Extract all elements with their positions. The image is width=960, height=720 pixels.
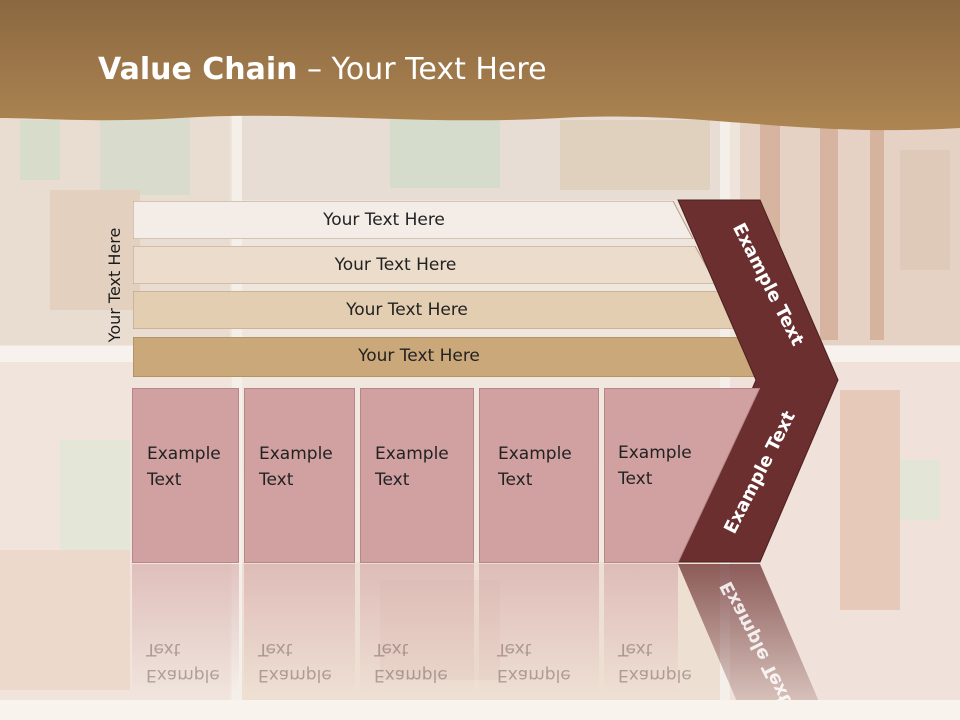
column-1-line1: Example: [147, 444, 221, 464]
row-bar-2-shape: [133, 246, 717, 284]
reflection-column-1-line2: Text: [146, 639, 181, 659]
column-1-line2: Text: [147, 470, 182, 490]
column-3-line2: Text: [375, 470, 410, 490]
row-bar-3-shape: [133, 291, 740, 329]
reflection-column-2: Example Text: [244, 564, 355, 694]
reflection-column-2-text: Example Text: [258, 636, 348, 688]
column-4-line2: Text: [498, 470, 533, 490]
row-bar-4-label: Your Text Here: [358, 346, 480, 366]
column-4-line1: Example: [498, 444, 572, 464]
reflection-chevron: [678, 564, 820, 704]
row-bar-1: Your Text Here: [133, 201, 695, 239]
reflection-column-4-text: Example Text: [497, 636, 587, 688]
reflection-column-3-line2: Text: [374, 639, 409, 659]
row-bar-1-shape: [133, 201, 694, 239]
reflection-column-1-text: Example Text: [146, 636, 236, 688]
reflection-area: Example Text Example Text Example Text Exam…: [0, 564, 960, 704]
reflection-column-5-line2: Text: [618, 639, 653, 659]
row-bar-1-label: Your Text Here: [323, 210, 445, 230]
reflection-column-4-line1: Example: [497, 665, 571, 685]
reflection-column-3: Example Text: [360, 564, 474, 694]
row-bar-2: Your Text Here: [133, 246, 718, 284]
row-bar-2-label: Your Text Here: [334, 255, 457, 275]
row-bar-4-shape: [133, 337, 764, 377]
row-bar-3-label: Your Text Here: [346, 300, 468, 320]
column-5-shape: [604, 388, 760, 563]
slide-title-bold: Value Chain: [98, 52, 298, 87]
slide-title: Value Chain – Your Text Here: [98, 52, 547, 87]
footer-strip: [0, 700, 960, 720]
column-3-line1: Example: [375, 444, 449, 464]
row-bar-3: Your Text Here: [133, 291, 741, 329]
slide-title-rest: – Your Text Here: [297, 52, 547, 87]
reflection-column-4: Example Text: [479, 564, 599, 694]
side-label: Your Text Here: [105, 227, 124, 343]
reflection-column-4-line2: Text: [497, 639, 532, 659]
column-5-line1: Example: [618, 443, 692, 463]
reflection-column-3-line1: Example: [374, 665, 448, 685]
column-5-line2: Text: [618, 469, 653, 489]
row-bar-4: Your Text Here: [133, 337, 765, 377]
reflection-column-2-line1: Example: [258, 665, 332, 685]
header-band: [0, 0, 960, 131]
reflection-column-3-text: Example Text: [374, 636, 464, 688]
reflection-column-1: Example Text: [132, 564, 239, 694]
reflection-column-2-line2: Text: [258, 639, 293, 659]
reflection-column-1-line1: Example: [146, 665, 220, 685]
column-2-line2: Text: [259, 470, 294, 490]
column-2-line1: Example: [259, 444, 333, 464]
